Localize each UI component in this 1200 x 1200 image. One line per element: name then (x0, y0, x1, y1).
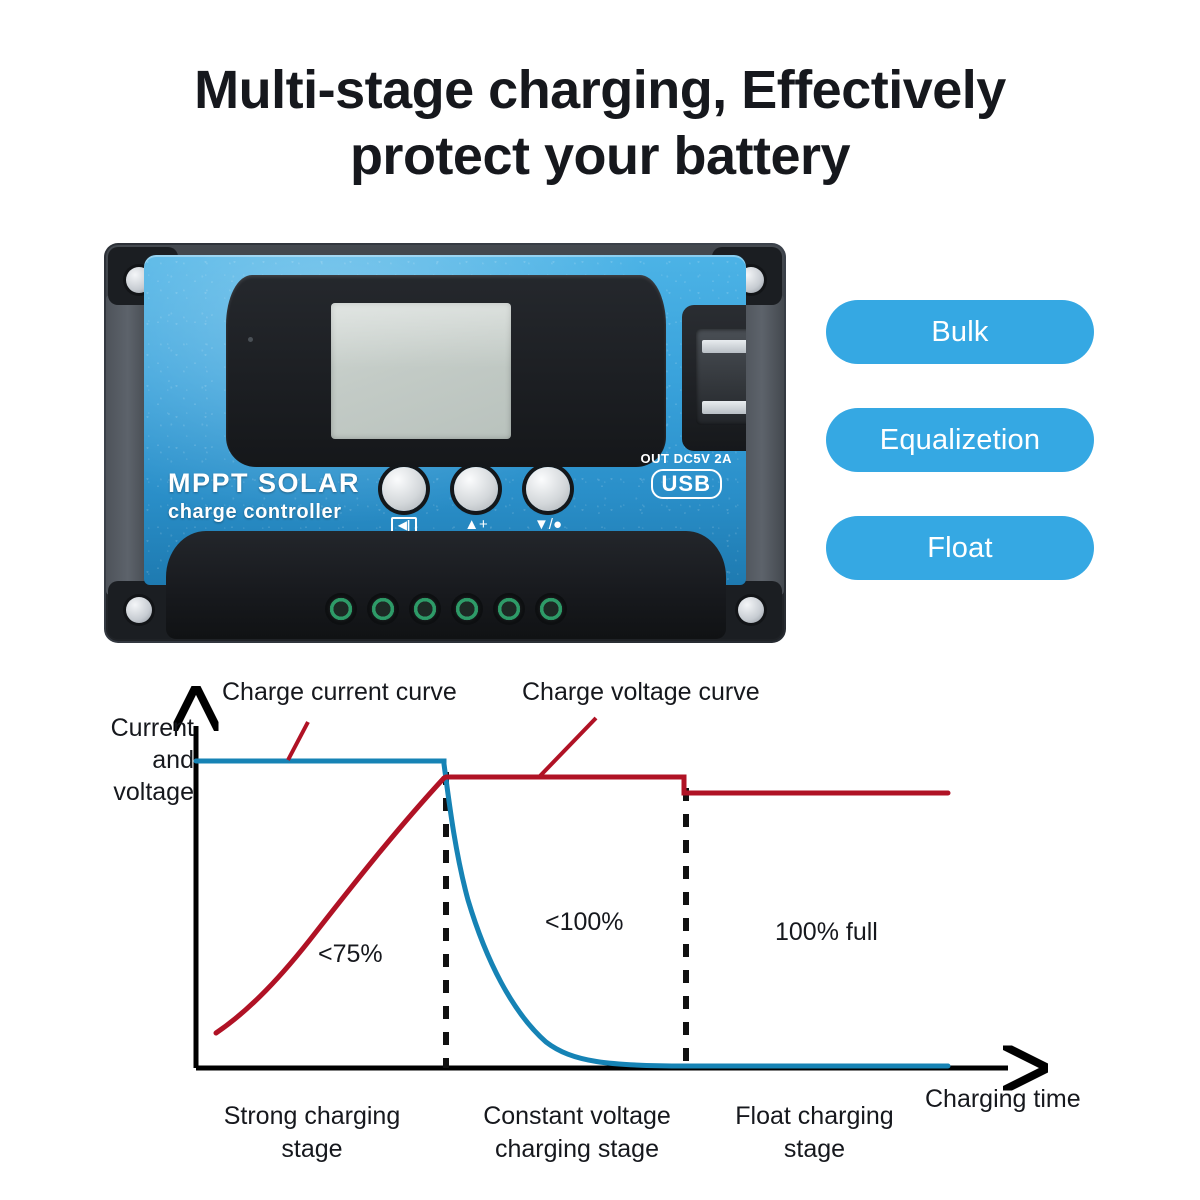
status-led-icon (248, 337, 253, 342)
y-axis-label-line-3: voltage (113, 778, 194, 806)
usb-slot-upper (702, 340, 746, 353)
mode-button[interactable] (382, 467, 426, 511)
stage-caption-line-2: charging stage (494, 1134, 659, 1163)
stage-pill-bulk-label: Bulk (931, 315, 989, 348)
up-button[interactable] (454, 467, 498, 511)
usb-rating-text: OUT DC5V 2A (640, 451, 732, 466)
display-bezel (226, 275, 746, 467)
stage-caption-line-1: Float charging (735, 1102, 894, 1130)
stage-pill-float-label: Float (927, 531, 993, 564)
terminal-screw-icon (453, 595, 481, 623)
controller-front-panel: MPPT SOLAR charge controller ◀| ▲+ ▼/● O… (144, 255, 746, 585)
leader-line-voltage-label (538, 716, 598, 778)
stage-caption-constant-voltage: Constant voltage charging stage (452, 1100, 702, 1165)
page-title: Multi-stage charging, Effectively protec… (0, 58, 1200, 190)
side-rail-right (740, 295, 784, 595)
stage-pill-float[interactable]: Float (826, 516, 1094, 580)
charging-stage-list: Bulk Equalizetion Float (826, 300, 1096, 624)
usb-logo-icon: USB (650, 469, 722, 499)
mount-hole-icon (126, 597, 152, 623)
chart-canvas (0, 660, 1200, 1200)
terminal-screw-icon (537, 595, 565, 623)
terminal-screw-icon (327, 595, 355, 623)
stage-pill-bulk[interactable]: Bulk (826, 300, 1094, 364)
stage-caption-line-2: stage (783, 1134, 846, 1163)
y-axis-label-line-2: and (152, 746, 194, 774)
annotation-float-percent: 100% full (775, 918, 878, 946)
x-axis-label: Charging time (925, 1085, 1081, 1113)
usb-housing (682, 305, 746, 451)
control-button-row: ◀| ▲+ ▼/● (382, 467, 592, 537)
series-charge-current-curve (193, 758, 951, 1069)
stage-caption-strong-charging: Strong charging stage (192, 1100, 432, 1165)
charging-curve-chart: Current and voltage Charge current curve… (0, 660, 1200, 1200)
y-axis-label-line-1: Current (110, 714, 194, 742)
annotation-bulk-percent: <75% (318, 940, 383, 968)
legend-charge-voltage-curve: Charge voltage curve (522, 678, 760, 706)
terminal-screw-icon (495, 595, 523, 623)
product-image: MPPT SOLAR charge controller ◀| ▲+ ▼/● O… (104, 243, 786, 643)
controller-shell: MPPT SOLAR charge controller ◀| ▲+ ▼/● O… (104, 243, 786, 643)
stage-caption-line-2: stage (281, 1134, 343, 1163)
usb-port-icon (696, 329, 746, 425)
usb-slot-lower (702, 401, 746, 414)
series-charge-voltage-curve (213, 774, 951, 1036)
product-branding: MPPT SOLAR charge controller (168, 468, 361, 523)
terminal-screw-icon (369, 595, 397, 623)
lcd-glare (331, 303, 511, 369)
stage-pill-equalization[interactable]: Equalizetion (826, 408, 1094, 472)
stage-dividers (443, 772, 689, 1068)
lcd-screen (331, 303, 511, 439)
page-title-line-2: protect your battery (349, 125, 851, 186)
down-button-icon: ▼/● (533, 516, 563, 533)
stage-caption-line-1: Strong charging (223, 1102, 401, 1130)
annotation-absorption-percent: <100% (545, 908, 624, 936)
brand-line-2: charge controller (168, 501, 342, 523)
terminal-screw-row (327, 595, 565, 623)
down-button[interactable] (526, 467, 570, 511)
stage-pill-equalization-label: Equalizetion (879, 423, 1041, 456)
up-button-icon: ▲+ (464, 516, 488, 533)
legend-charge-current-curve: Charge current curve (222, 678, 457, 706)
mount-hole-icon (738, 597, 764, 623)
leader-line-current-label (286, 721, 310, 761)
stage-caption-float-charging: Float charging stage (712, 1100, 917, 1165)
stage-caption-line-1: Constant voltage (483, 1102, 671, 1130)
terminal-block (166, 531, 726, 639)
usb-rating-label: OUT DC5V 2A USB (641, 451, 732, 499)
side-rail-left (106, 295, 150, 595)
terminal-screw-icon (411, 595, 439, 623)
page-title-line-1: Multi-stage charging, Effectively (194, 60, 1006, 120)
brand-line-1: MPPT SOLAR (168, 468, 361, 498)
y-axis-label: Current and voltage (74, 712, 194, 808)
